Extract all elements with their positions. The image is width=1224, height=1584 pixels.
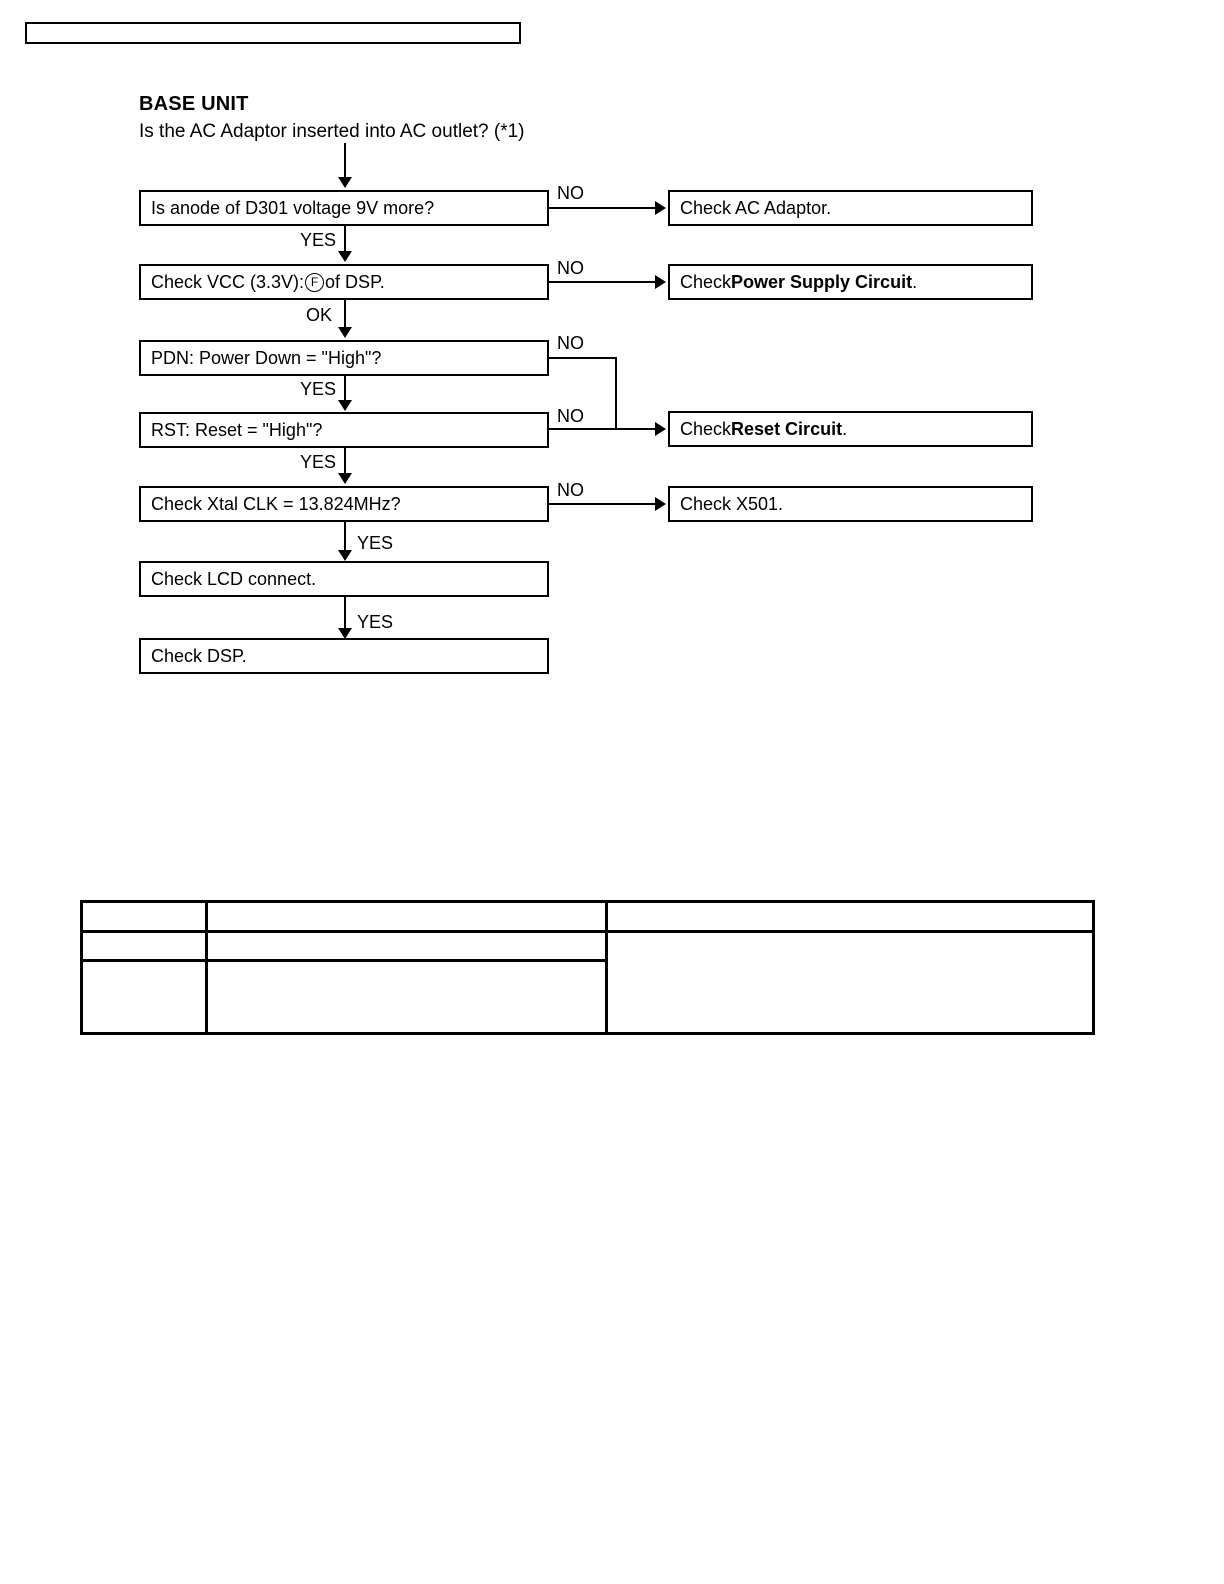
decision-box-pdn[interactable]: PDN: Power Down = "High"? [139, 340, 549, 376]
table-body-cell-r2c2 [208, 959, 605, 1032]
decision-box-d301-label: Is anode of D301 voltage 9V more? [151, 197, 435, 218]
intro-question: Is the AC Adaptor inserted into AC outle… [139, 121, 525, 142]
arrowhead-d301-to-vcc [338, 251, 352, 262]
action-box-check-ac-adaptor[interactable]: Check AC Adaptor. [668, 190, 1033, 226]
arrowhead-vcc-to-pdn [338, 327, 352, 338]
action-box-check-dsp-label: Check DSP. [151, 645, 247, 666]
connector-xtal-to-lcd [344, 522, 346, 558]
arrowhead-intro-to-d301 [338, 177, 352, 188]
decision-box-xtal-clk-label: Check Xtal CLK = 13.824MHz? [151, 493, 401, 514]
action-box-check-x501-label: Check X501. [680, 493, 784, 514]
edge-label-lcd-yes: YES [357, 612, 394, 632]
connector-intro-to-d301 [344, 143, 346, 179]
edge-label-pdn-yes: YES [300, 379, 337, 399]
edge-label-d301-no: NO [557, 183, 584, 203]
circled-f-icon: F [305, 272, 325, 292]
action-box-power-supply-suffix: . [912, 271, 918, 292]
connector-vcc-no [549, 281, 657, 283]
table-header-cell-1 [83, 903, 205, 930]
table-column-separator-1 [205, 903, 208, 1032]
action-box-reset-circuit-suffix: . [842, 418, 848, 439]
table-header-cell-3 [608, 903, 1092, 930]
decision-box-rst-label: RST: Reset = "High"? [151, 419, 323, 440]
edge-label-xtal-yes: YES [357, 533, 394, 553]
arrowhead-pdn-to-rst [338, 400, 352, 411]
action-box-check-x501[interactable]: Check X501. [668, 486, 1033, 522]
table-body-cell-r1c1 [83, 930, 205, 959]
action-box-reset-circuit-prefix: Check [680, 418, 732, 439]
decision-box-pdn-label: PDN: Power Down = "High"? [151, 347, 382, 368]
page-title: BASE UNIT [139, 93, 249, 115]
bottom-table [80, 900, 1095, 1035]
decision-box-vcc-label-prefix: Check VCC (3.3V): [151, 271, 305, 292]
decision-box-vcc-label-suffix: of DSP. [325, 271, 385, 292]
action-box-check-dsp[interactable]: Check DSP. [139, 638, 549, 674]
page-header-rule-box [25, 22, 521, 44]
edge-label-pdn-no: NO [557, 333, 584, 353]
connector-pdn-to-rst [344, 376, 346, 403]
edge-label-vcc-ok: OK [306, 305, 333, 325]
connector-d301-to-vcc [344, 226, 346, 253]
arrowhead-xtal-to-lcd [338, 550, 352, 561]
connector-d301-no [549, 207, 657, 209]
action-box-check-ac-adaptor-label: Check AC Adaptor. [680, 197, 832, 218]
connector-pdn-no-horizontal [549, 357, 617, 359]
table-header-separator [83, 930, 1092, 933]
table-body-cell-r1c3 [608, 930, 1092, 1032]
action-box-check-lcd-connect-label: Check LCD connect. [151, 568, 317, 589]
decision-box-xtal-clk[interactable]: Check Xtal CLK = 13.824MHz? [139, 486, 549, 522]
edge-label-vcc-no: NO [557, 258, 584, 278]
arrowhead-d301-no [655, 201, 666, 215]
table-body-cell-r2c1 [83, 959, 205, 1032]
edge-label-xtal-no: NO [557, 480, 584, 500]
table-body-cell-r1c2 [208, 930, 605, 959]
connector-vcc-to-pdn [344, 300, 346, 329]
decision-box-vcc[interactable]: Check VCC (3.3V): F of DSP. [139, 264, 549, 300]
connector-xtal-no [549, 503, 657, 505]
decision-box-rst[interactable]: RST: Reset = "High"? [139, 412, 549, 448]
connector-rst-no [549, 428, 657, 430]
action-box-check-power-supply-circuit[interactable]: Check Power Supply Circuit . [668, 264, 1033, 300]
decision-box-d301[interactable]: Is anode of D301 voltage 9V more? [139, 190, 549, 226]
arrowhead-rst-to-xtal [338, 473, 352, 484]
action-box-reset-circuit-bold: Reset Circuit [731, 418, 843, 439]
connector-lcd-to-dsp [344, 597, 346, 637]
action-box-power-supply-prefix: Check [680, 271, 732, 292]
action-box-power-supply-bold: Power Supply Circuit [731, 271, 913, 292]
action-box-check-lcd-connect[interactable]: Check LCD connect. [139, 561, 549, 597]
connector-pdn-no-vertical [615, 357, 617, 429]
table-column-separator-2 [605, 903, 608, 1032]
arrowhead-rst-no [655, 422, 666, 436]
action-box-check-reset-circuit[interactable]: Check Reset Circuit . [668, 411, 1033, 447]
edge-label-d301-yes: YES [300, 230, 337, 250]
table-header-cell-2 [208, 903, 605, 930]
table-row-separator-1 [83, 959, 608, 962]
edge-label-rst-no: NO [557, 406, 584, 426]
arrowhead-lcd-to-dsp [338, 628, 352, 639]
edge-label-rst-yes: YES [300, 452, 337, 472]
arrowhead-xtal-no [655, 497, 666, 511]
connector-rst-to-xtal [344, 448, 346, 475]
arrowhead-vcc-no [655, 275, 666, 289]
